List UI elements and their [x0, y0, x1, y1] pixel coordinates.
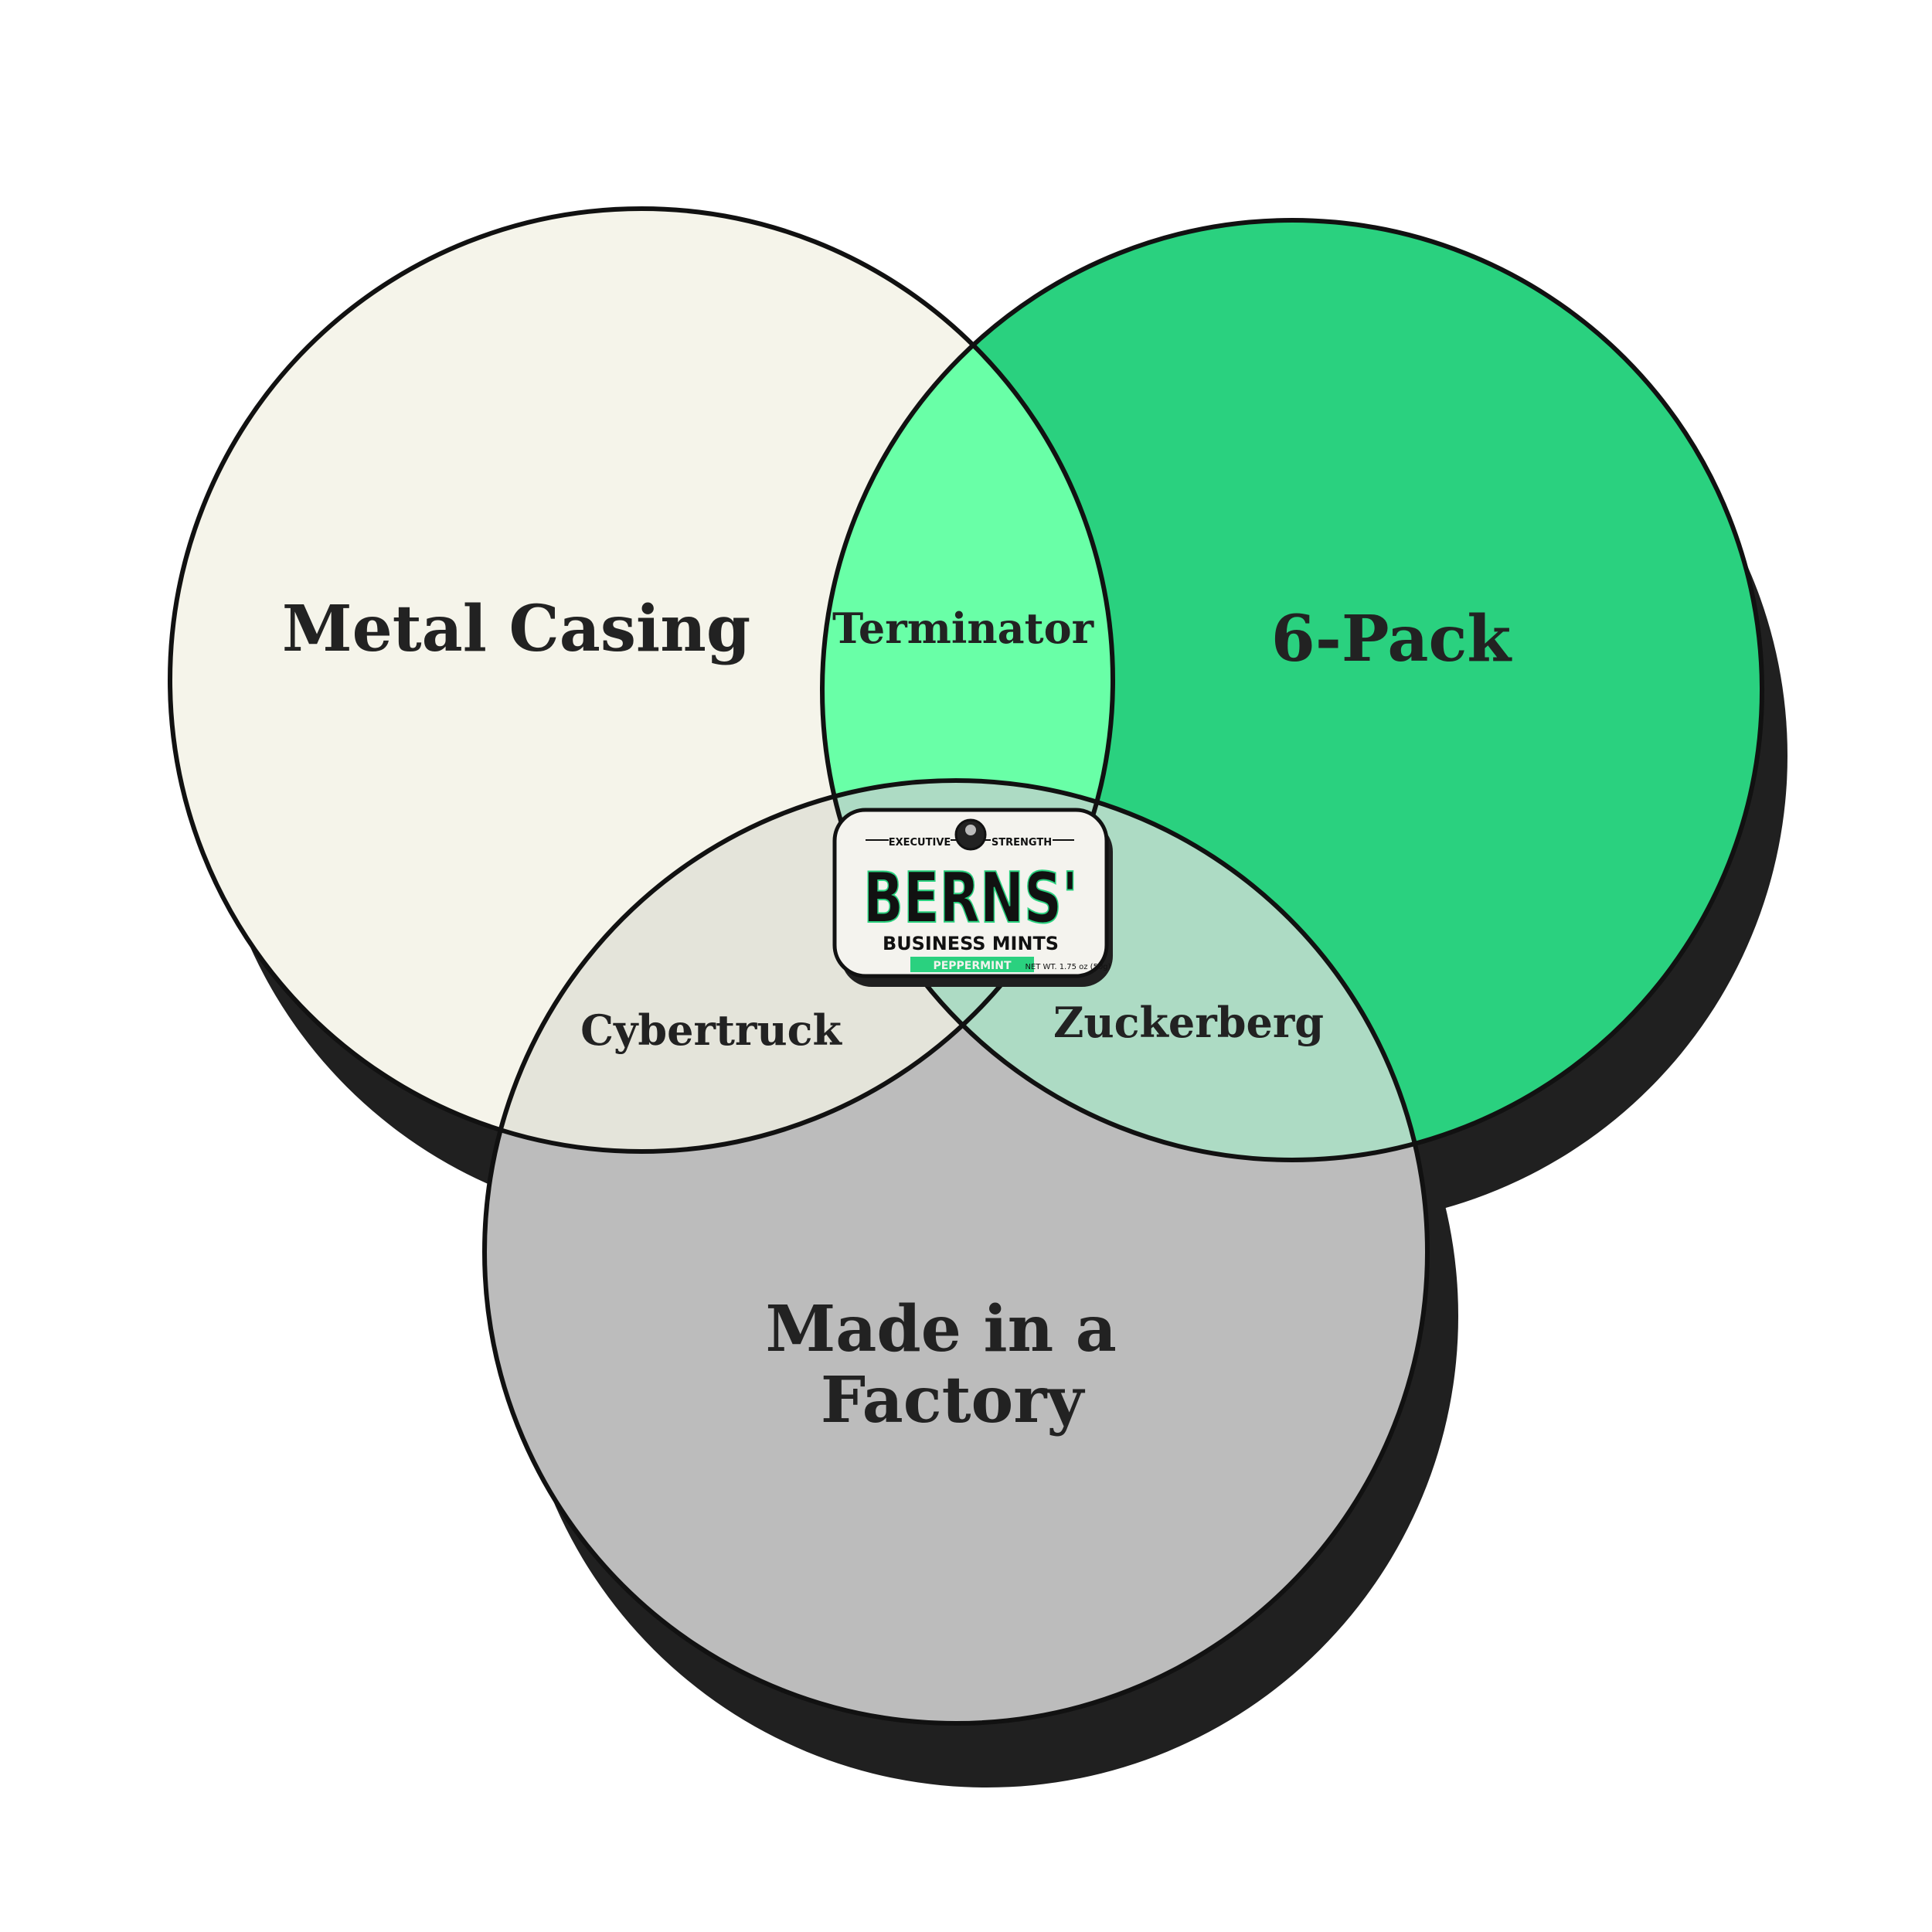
label-made-in-factory: Made in a Factory	[766, 1292, 1139, 1437]
label-six-pack: 6-Pack	[1271, 602, 1513, 676]
tin-net-weight: NET WT. 1.75 oz (50g)	[1025, 963, 1111, 971]
label-metal-casing: Metal Casing	[282, 592, 750, 666]
tin-body	[832, 808, 1109, 978]
tin-brand: BERNS'	[863, 858, 1078, 939]
tin-executive: EXECUTIVE	[889, 837, 951, 849]
tin-top-left-tab	[889, 832, 951, 849]
zuckerberg-intersection	[822, 781, 1427, 1160]
bottom-circle-outline	[482, 778, 1430, 1726]
tin-top-right-tab	[991, 832, 1053, 849]
label-zuckerberg: Zuckerberg	[1053, 998, 1324, 1047]
label-cybertruck: Cybertruck	[580, 1005, 842, 1055]
berns-mint-tin: EXECUTIVE STRENGTH BERNS' BUSINESS MINTS…	[832, 808, 1113, 987]
tin-portrait-head-icon	[965, 825, 976, 835]
tin-flavor: PEPPERMINT	[933, 960, 1012, 972]
tin-subtitle: BUSINESS MINTS	[883, 933, 1059, 954]
left-circle-outline	[168, 206, 1115, 1154]
tin-flavor-band	[910, 957, 1034, 972]
cybertruck-intersection	[485, 781, 1113, 1151]
tin-strength: STRENGTH	[992, 837, 1052, 849]
label-made-in-factory-line-2: Factory	[821, 1363, 1086, 1437]
right-circle-outline	[820, 218, 1764, 1162]
label-terminator: Terminator	[832, 604, 1094, 653]
label-made-in-factory-line-1: Made in a	[766, 1292, 1117, 1366]
circle-outlines	[168, 206, 1764, 1726]
